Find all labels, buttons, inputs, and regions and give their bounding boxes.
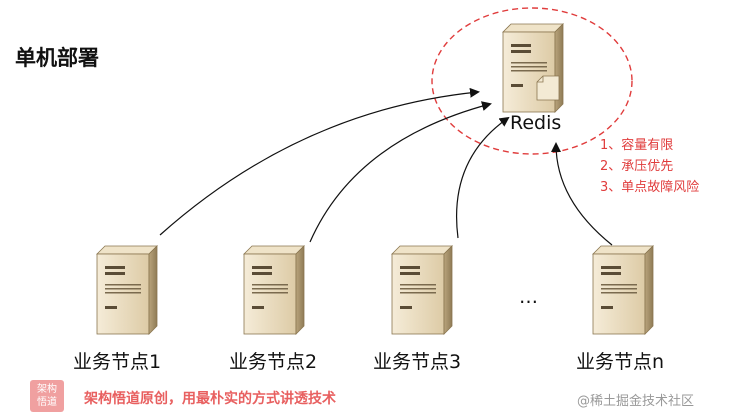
footer-brand-text: 架构悟道原创，用最朴实的方式讲透技术 [84,391,336,407]
risk-item-1: 1、容量有限 [600,138,674,153]
node-3-server-icon [391,245,453,335]
redis-label: Redis [510,112,562,134]
node-n-label: 业务节点n [576,351,665,373]
logo-line-2: 悟道 [37,397,57,408]
arrow-noden-to-redis [551,142,613,246]
node-2-server-icon [243,245,305,335]
page-title: 单机部署 [15,46,99,70]
node-n-server-icon [592,245,654,335]
risk-item-2: 2、承压优先 [600,159,674,174]
logo-line-1: 架构 [37,384,57,395]
risk-item-3: 3、单点故障风险 [600,180,700,195]
arrow-node3-to-redis [455,116,510,239]
arrow-node2-to-redis [309,101,492,243]
database-icon [536,75,560,101]
redis-boundary-circle [431,7,633,155]
node-3-label: 业务节点3 [373,351,462,373]
more-nodes-ellipsis: … [519,286,538,308]
brand-logo: 架构 悟道 [30,380,64,412]
arrow-node1-to-redis [159,87,480,236]
node-1-server-icon [96,245,158,335]
node-2-label: 业务节点2 [229,351,318,373]
footer-watermark: @稀土掘金技术社区 [577,394,695,409]
node-1-label: 业务节点1 [73,351,162,373]
